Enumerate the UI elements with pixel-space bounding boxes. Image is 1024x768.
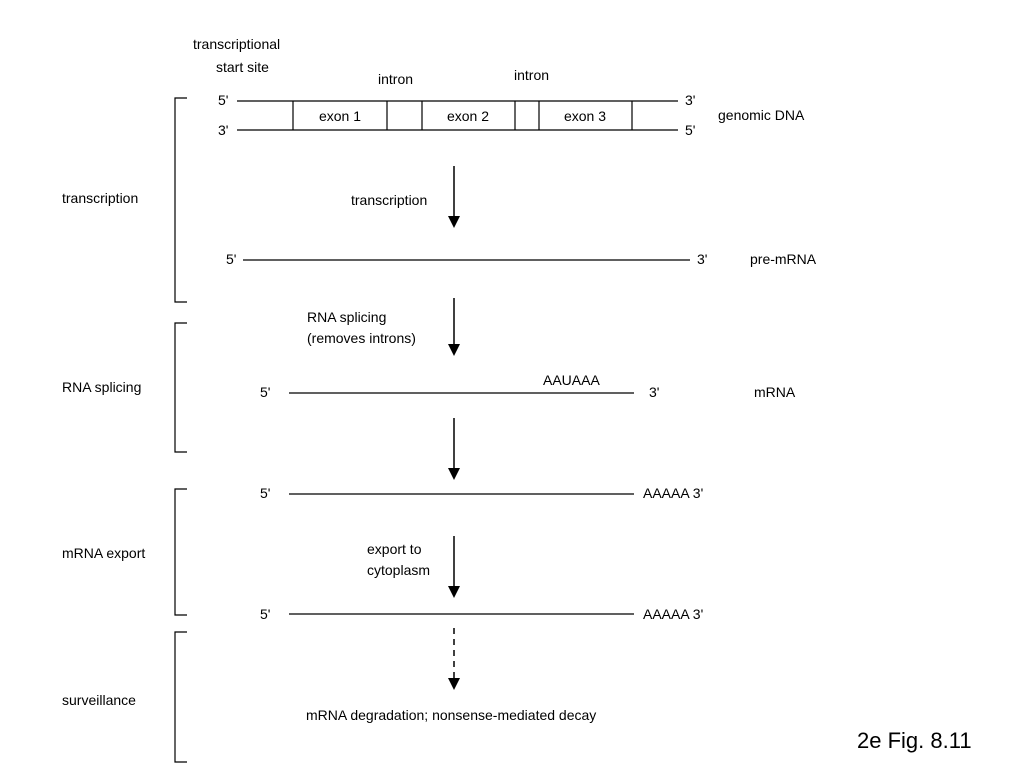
stage-export-label: mRNA export <box>62 545 145 561</box>
tss-label-line1: transcriptional <box>193 36 280 52</box>
export-step-label-line1: export to <box>367 541 422 557</box>
polya-mrna-5-prime: 5' <box>260 485 270 501</box>
export-step-label-line2: cytoplasm <box>367 562 430 578</box>
export-bracket <box>174 488 187 616</box>
stage-transcription-label: transcription <box>62 190 138 206</box>
splicing-step-label-line1: RNA splicing <box>307 309 386 325</box>
mrna-5-prime: 5' <box>260 384 270 400</box>
exon-2-label: exon 2 <box>447 108 489 124</box>
genomic-dna: 5' 3' 3' 5' exon 1 exon 2 exon 3 genomic… <box>218 92 805 138</box>
splicing-step-label-line2: (removes introns) <box>307 330 416 346</box>
polya-mrna-3-tail: AAAAA 3' <box>643 485 703 501</box>
mrna-3-prime: 3' <box>649 384 659 400</box>
dna-top-3-prime: 3' <box>685 92 695 108</box>
tss-label-line2: start site <box>216 59 269 75</box>
pre-mrna-3-prime: 3' <box>697 251 707 267</box>
exported-mrna-3-tail: AAAAA 3' <box>643 606 703 622</box>
surveillance-bracket <box>174 631 187 763</box>
pre-mrna-label: pre-mRNA <box>750 251 817 267</box>
polyadenylation-signal: AAUAAA <box>543 372 600 388</box>
transcription-step-label: transcription <box>351 192 427 208</box>
exported-mrna-5-prime: 5' <box>260 606 270 622</box>
exon-3-label: exon 3 <box>564 108 606 124</box>
intron-label-2: intron <box>514 67 549 83</box>
pre-mrna-5-prime: 5' <box>226 251 236 267</box>
dna-bottom-5-prime: 5' <box>685 122 695 138</box>
dna-bottom-3-prime: 3' <box>218 122 228 138</box>
mrna-label: mRNA <box>754 384 796 400</box>
exon-1-label: exon 1 <box>319 108 361 124</box>
stage-splicing-label: RNA splicing <box>62 379 141 395</box>
genomic-dna-label: genomic DNA <box>718 107 805 123</box>
stage-surveillance-label: surveillance <box>62 692 136 708</box>
figure-caption: 2e Fig. 8.11 <box>857 728 972 753</box>
transcription-bracket <box>174 97 187 303</box>
dna-top-5-prime: 5' <box>218 92 228 108</box>
splicing-bracket <box>174 322 187 453</box>
degradation-label: mRNA degradation; nonsense-mediated deca… <box>306 707 596 723</box>
intron-label-1: intron <box>378 71 413 87</box>
